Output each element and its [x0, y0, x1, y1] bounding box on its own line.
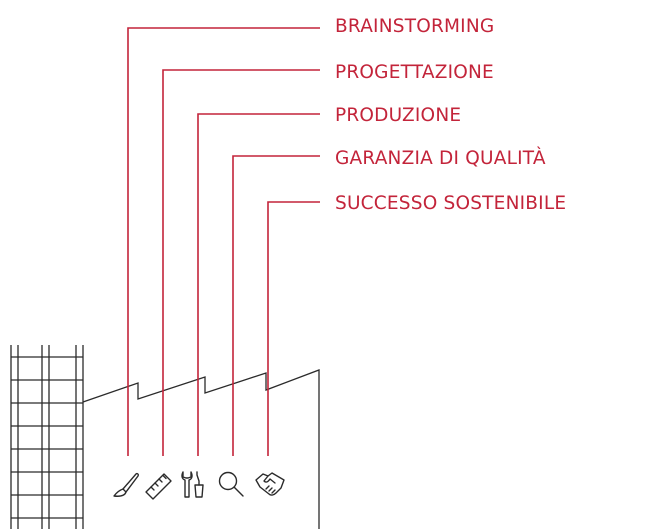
- step-label-brainstorming: BRAINSTORMING: [335, 16, 494, 37]
- step-labels: BRAINSTORMING PROGETTAZIONE PRODUZIONE G…: [335, 16, 566, 214]
- callout-line-produzione: [197, 113, 320, 456]
- ladder-tower: [10, 345, 84, 529]
- step-label-produzione: PRODUZIONE: [335, 105, 461, 126]
- step-label-garanzia-di-qualita: GARANZIA DI QUALITÀ: [335, 147, 546, 169]
- callout-line-progettazione: [162, 69, 320, 456]
- factory-illustration: [10, 345, 320, 529]
- tools-icon: [181, 471, 204, 498]
- paintbrush-icon: [113, 472, 139, 497]
- ruler-icon: [145, 473, 172, 500]
- callout-line-brainstorming: [127, 27, 320, 456]
- callout-lines: [127, 27, 320, 456]
- step-label-progettazione: PROGETTAZIONE: [335, 62, 494, 83]
- step-label-successo-sostenibile: SUCCESSO SOSTENIBILE: [335, 193, 566, 214]
- magnifier-icon: [218, 471, 244, 497]
- factory-building: [82, 369, 320, 529]
- handshake-icon: [255, 472, 285, 496]
- callout-line-garanzia-di-qualita: [232, 155, 320, 456]
- callout-line-successo-sostenibile: [267, 201, 320, 456]
